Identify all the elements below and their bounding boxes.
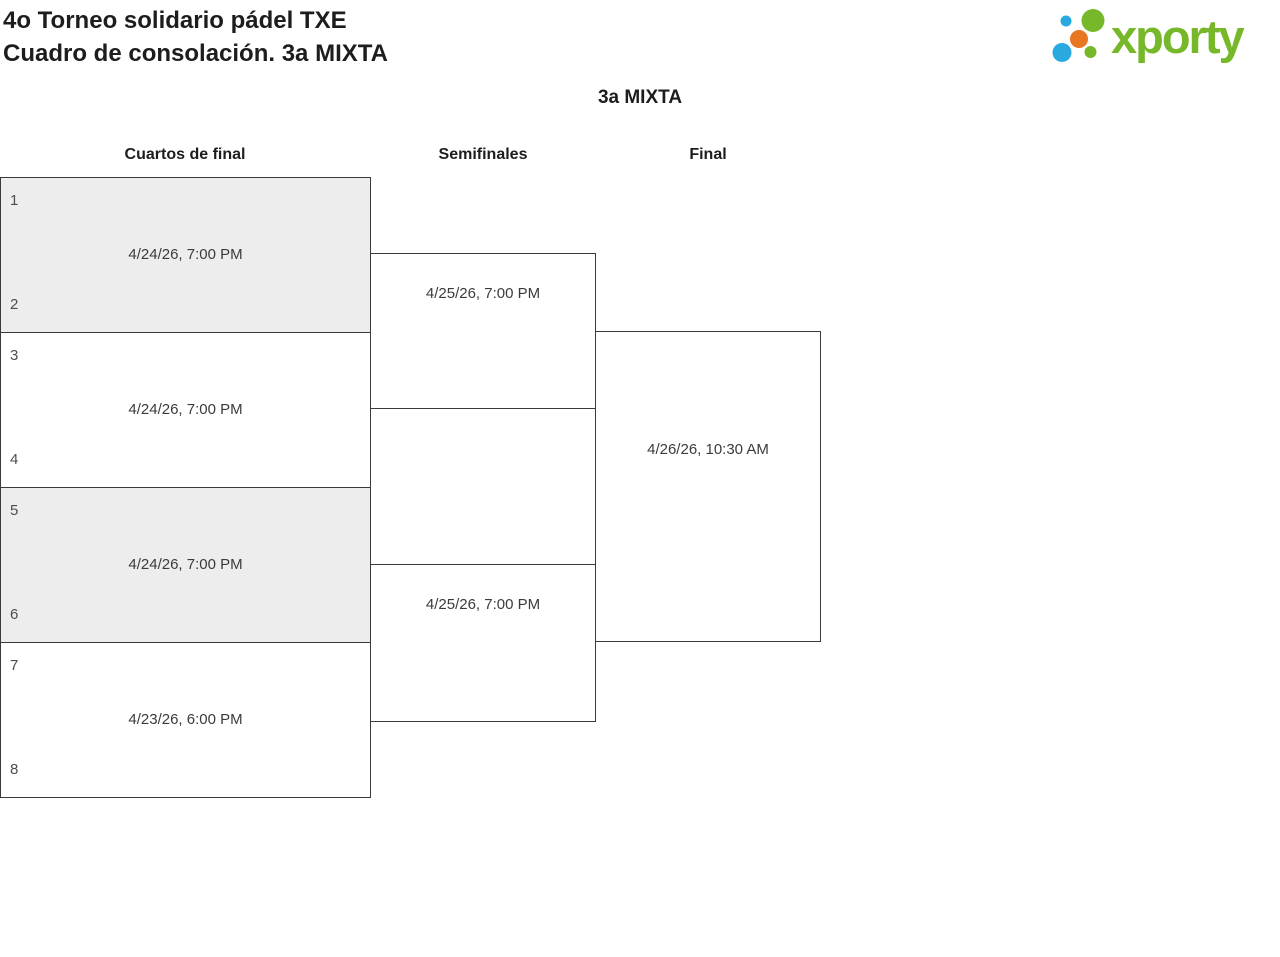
logo-wordmark: xporty — [1111, 10, 1245, 63]
page-title: 4o Torneo solidario pádel TXE Cuadro de … — [3, 4, 388, 70]
quarterfinals-column: 1 4/24/26, 7:00 PM 2 3 4/24/26, 7:00 PM … — [0, 177, 371, 798]
seed-number: 6 — [10, 606, 19, 623]
seed-number: 7 — [10, 657, 19, 674]
match-semifinal-1[interactable]: 4/25/26, 7:00 PM — [370, 253, 596, 409]
seed-number: 5 — [10, 502, 19, 519]
match-quarterfinal-4[interactable]: 7 4/23/26, 6:00 PM 8 — [0, 642, 371, 798]
match-semifinal-2[interactable]: 4/25/26, 7:00 PM — [370, 564, 596, 722]
xporty-logo: xporty — [1045, 3, 1275, 65]
tournament-title: 4o Torneo solidario pádel TXE — [3, 7, 347, 34]
match-datetime: 4/25/26, 7:00 PM — [425, 596, 541, 613]
seed-number: 1 — [10, 192, 19, 209]
match-datetime: 4/24/26, 7:00 PM — [128, 246, 243, 263]
seed-number: 8 — [10, 761, 19, 778]
seed-number: 2 — [10, 296, 19, 313]
match-datetime: 4/25/26, 7:00 PM — [425, 285, 541, 302]
seed-number: 3 — [10, 347, 19, 364]
category-title: 3a MIXTA — [597, 87, 683, 108]
match-datetime: 4/24/26, 7:00 PM — [128, 556, 243, 573]
match-quarterfinal-1[interactable]: 1 4/24/26, 7:00 PM 2 — [0, 177, 371, 333]
seed-number: 4 — [10, 451, 19, 468]
match-datetime: 4/23/26, 6:00 PM — [128, 711, 243, 728]
round-header-final: Final — [689, 146, 727, 163]
match-datetime: 4/26/26, 10:30 AM — [647, 441, 769, 458]
round-header-cuartos-de-final: Cuartos de final — [124, 146, 246, 163]
bracket-subtitle: Cuadro de consolación. 3a MIXTA — [3, 40, 388, 67]
logo-dots-icon — [1052, 9, 1105, 62]
match-final[interactable]: 4/26/26, 10:30 AM — [595, 331, 821, 642]
match-quarterfinal-3[interactable]: 5 4/24/26, 7:00 PM 6 — [0, 487, 371, 643]
match-quarterfinal-2[interactable]: 3 4/24/26, 7:00 PM 4 — [0, 332, 371, 488]
match-datetime: 4/24/26, 7:00 PM — [128, 401, 243, 418]
round-header-semifinales: Semifinales — [438, 146, 528, 163]
